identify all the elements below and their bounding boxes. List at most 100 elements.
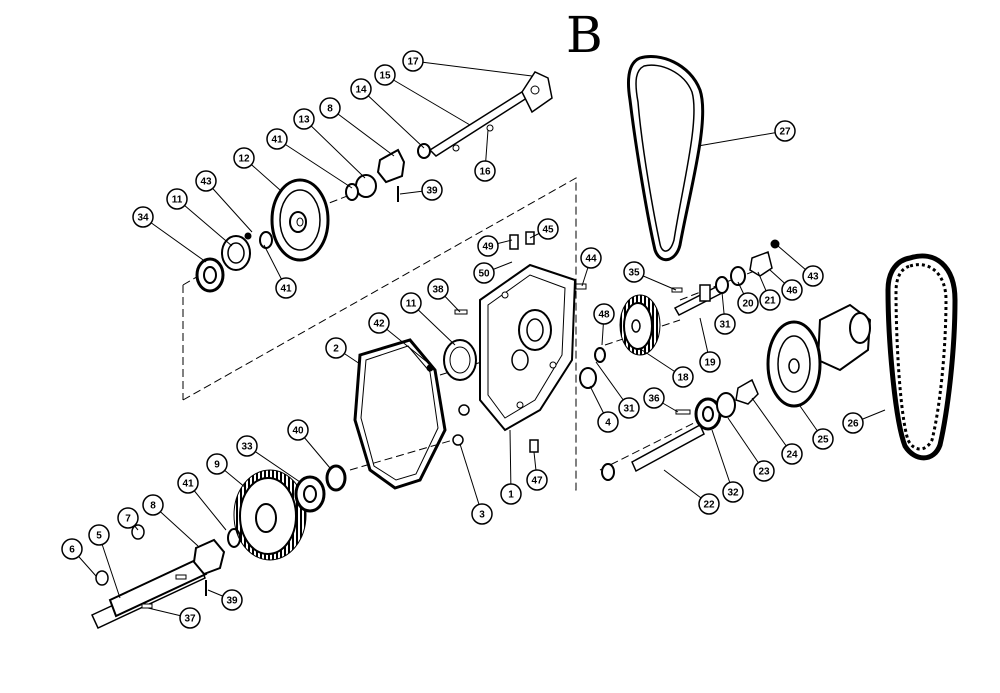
callout-circle xyxy=(643,387,665,409)
callout-circle xyxy=(500,483,522,505)
callout-number: 20 xyxy=(742,299,754,310)
shaft-19-assembly xyxy=(579,239,780,389)
gear-18 xyxy=(619,294,661,356)
callout-number: 40 xyxy=(292,426,304,437)
fasteners xyxy=(426,124,683,446)
callout-number: 6 xyxy=(69,545,75,556)
callout-number: 12 xyxy=(238,154,250,165)
callout-40: 40 xyxy=(287,419,331,469)
callout-circle xyxy=(374,64,396,86)
callout-8: 8 xyxy=(319,97,395,157)
callout-3: 3 xyxy=(459,443,493,525)
callout-number: 15 xyxy=(379,71,391,82)
callout-22: 22 xyxy=(663,469,720,515)
callout-circle xyxy=(672,366,694,388)
callout-number: 47 xyxy=(531,476,543,487)
callout-circle xyxy=(526,469,548,491)
callout-leader xyxy=(98,534,121,599)
callout-leader xyxy=(711,429,734,493)
callout-circle xyxy=(623,261,645,283)
callout-number: 32 xyxy=(727,488,739,499)
callout-leader xyxy=(378,322,433,367)
shaft-22-assembly xyxy=(601,378,759,481)
callout-circle xyxy=(368,312,390,334)
ring-6 xyxy=(95,570,109,586)
callout-number: 17 xyxy=(407,57,419,68)
callout-leader xyxy=(303,118,366,179)
callout-35: 35 xyxy=(623,261,677,291)
callout-circle xyxy=(427,278,449,300)
callout-9: 9 xyxy=(206,453,247,489)
callout-number: 11 xyxy=(406,299,417,310)
callout-number: 50 xyxy=(478,269,490,280)
callout-circle xyxy=(325,337,347,359)
callout-48: 48 xyxy=(593,303,615,346)
cover-plate-11 xyxy=(443,339,477,381)
callout-circle xyxy=(319,97,341,119)
callout-circle xyxy=(275,277,297,299)
callout-circle xyxy=(195,170,217,192)
callout-6: 6 xyxy=(61,538,97,577)
callout-21: 21 xyxy=(757,271,781,311)
callout-circle xyxy=(753,460,775,482)
callout-11: 11 xyxy=(400,292,456,346)
callout-14: 14 xyxy=(350,78,425,149)
callout-number: 38 xyxy=(432,285,444,296)
callout-11: 11 xyxy=(166,188,233,247)
callout-43: 43 xyxy=(195,170,253,233)
callout-leader xyxy=(459,443,483,515)
bearing-flange-group xyxy=(195,231,273,293)
bearing-33 xyxy=(294,475,326,513)
callout-number: 8 xyxy=(327,104,333,115)
callout-number: 49 xyxy=(482,242,494,253)
callout-number: 27 xyxy=(779,127,791,138)
callout-number: 31 xyxy=(623,404,635,415)
callout-number: 43 xyxy=(200,177,212,188)
callout-20: 20 xyxy=(737,281,759,314)
ring-7 xyxy=(131,524,145,540)
callout-44: 44 xyxy=(580,247,602,287)
callout-number: 19 xyxy=(704,358,716,369)
callout-number: 34 xyxy=(137,213,149,224)
gear-housing-1 xyxy=(479,231,577,453)
bearing-14 xyxy=(417,143,431,159)
callout-39: 39 xyxy=(399,179,443,201)
callout-number: 7 xyxy=(125,514,131,525)
callout-leader xyxy=(751,397,793,455)
callout-number: 11 xyxy=(172,195,183,206)
callout-number: 33 xyxy=(241,442,253,453)
callout-circle xyxy=(166,188,188,210)
callout-number: 44 xyxy=(585,254,597,265)
callout-circle xyxy=(117,507,139,529)
callout-circle xyxy=(812,428,834,450)
callout-number: 43 xyxy=(807,272,819,283)
callout-number: 41 xyxy=(271,135,283,146)
callout-13: 13 xyxy=(293,108,366,179)
callout-leader xyxy=(360,88,425,149)
callout-43: 43 xyxy=(777,245,824,287)
callout-4: 4 xyxy=(589,385,619,433)
callout-circle xyxy=(293,108,315,130)
collar-8-lower xyxy=(192,538,226,576)
callout-number: 3 xyxy=(479,510,485,521)
callout-circle xyxy=(477,235,499,257)
callout-33: 33 xyxy=(236,435,301,483)
callout-circle xyxy=(132,206,154,228)
callout-number: 22 xyxy=(703,500,715,511)
callout-8: 8 xyxy=(142,494,199,547)
callout-number: 37 xyxy=(184,614,196,625)
callout-leader xyxy=(384,74,471,126)
callout-circle xyxy=(802,265,824,287)
callout-leader xyxy=(276,138,353,189)
callout-circle xyxy=(580,247,602,269)
callout-45: 45 xyxy=(529,218,559,240)
callout-26: 26 xyxy=(842,409,886,434)
callout-number: 48 xyxy=(598,310,610,321)
callout-circle xyxy=(737,292,759,314)
callout-number: 41 xyxy=(182,479,194,490)
callout-34: 34 xyxy=(132,206,207,263)
callout-number: 39 xyxy=(226,596,238,607)
callout-number: 9 xyxy=(214,460,220,471)
callout-circle xyxy=(177,472,199,494)
